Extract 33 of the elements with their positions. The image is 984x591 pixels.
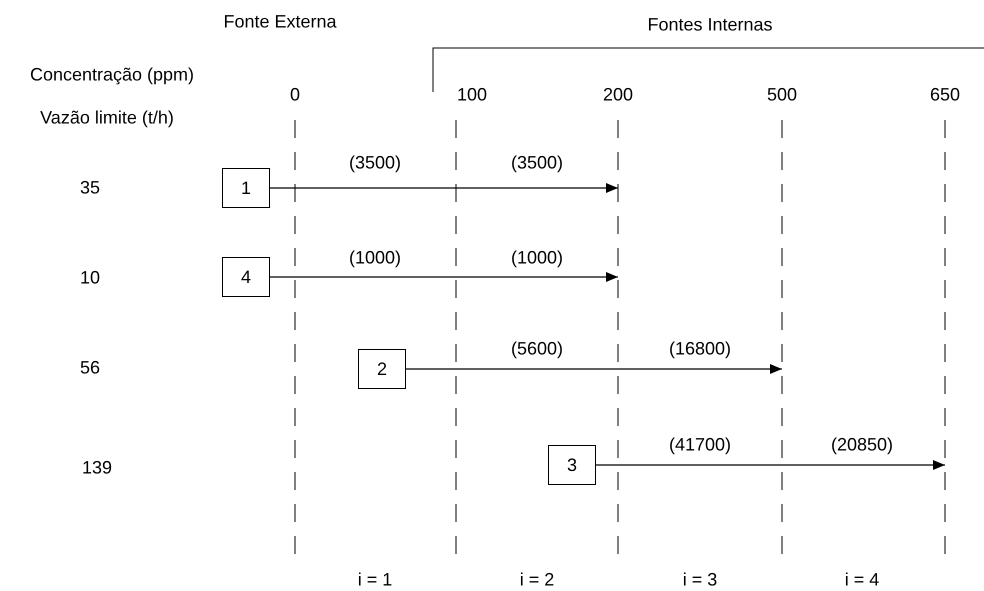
axis-label: (20850): [830, 434, 894, 456]
axis-label: i = 3: [682, 570, 718, 590]
axis-label: Concentração (ppm): [30, 64, 194, 86]
axis-label: (3500): [510, 152, 564, 174]
axis-label: 10: [80, 268, 100, 288]
process-box: 1: [222, 168, 270, 208]
axis-label: (1000): [348, 248, 402, 268]
axis-label: 200: [602, 84, 634, 106]
axis-label: (1000): [510, 248, 564, 268]
axis-label: i = 2: [520, 570, 554, 590]
axis-label: (41700): [668, 434, 732, 456]
axis-label: 0: [290, 84, 300, 106]
axis-label: (5600): [510, 338, 564, 360]
arrow: [270, 183, 618, 193]
axis-label: Vazão limite (t/h): [40, 108, 174, 128]
axis-label: 650: [930, 84, 960, 106]
axis-label: i = 4: [844, 570, 880, 590]
process-box: 4: [222, 257, 270, 297]
axis-label: 100: [456, 84, 488, 106]
axis-label: 139: [82, 458, 112, 478]
arrow: [270, 272, 618, 282]
arrow: [406, 364, 782, 374]
axis-label: 35: [80, 178, 100, 198]
axis-label: 56: [80, 358, 100, 378]
axis-label: Fonte Externa: [223, 12, 337, 32]
process-box: 3: [548, 445, 596, 485]
axis-label: Fontes Internas: [647, 14, 773, 36]
axis-label: 500: [766, 84, 798, 106]
axis-label: i = 1: [358, 570, 392, 590]
axis-label: (3500): [348, 152, 402, 174]
axis-label: (16800): [668, 338, 732, 360]
process-box: 2: [358, 349, 406, 389]
arrow: [596, 460, 945, 470]
